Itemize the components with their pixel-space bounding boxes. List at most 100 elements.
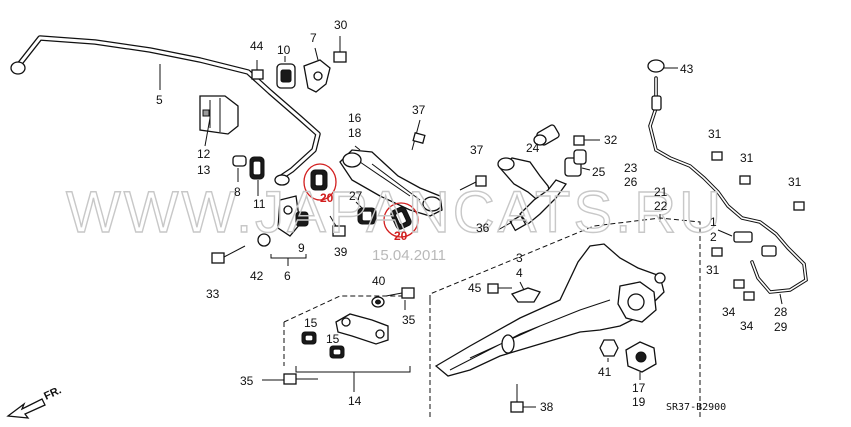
direction-label: FR.: [42, 384, 63, 402]
bolt-37-upper: [411, 119, 426, 151]
callout-35-left: 35: [240, 374, 254, 388]
callout-36: 36: [476, 221, 490, 235]
callout-34-b: 34: [740, 319, 754, 333]
callout-31-d: 31: [706, 263, 720, 277]
callout-44: 44: [250, 39, 264, 53]
callout-2: 2: [710, 230, 717, 244]
front-direction-arrow: [6, 398, 46, 419]
callout-33: 33: [206, 287, 220, 301]
callout-7: 7: [310, 31, 317, 45]
callout-27: 27: [349, 189, 363, 203]
callout-26: 26: [624, 175, 638, 189]
bushing-10: [276, 63, 296, 89]
bolt-31-d: [711, 247, 723, 257]
bolt-31-c: [793, 201, 805, 211]
callout-16: 16: [348, 111, 362, 125]
callout-6: 6: [284, 269, 291, 283]
bolt-36: [497, 214, 527, 232]
bushing-20-a: [303, 163, 337, 201]
callout-11: 11: [253, 197, 266, 211]
bolt-35-right: [385, 287, 415, 299]
callout-19: 19: [632, 395, 646, 409]
callout-37-upper: 37: [412, 103, 426, 117]
watermark: WWW.JAPANCATS.RU: [66, 180, 724, 245]
trailing-arm-frame: [429, 217, 701, 417]
callout-39: 39: [334, 245, 348, 259]
callout-20-right: 20: [394, 229, 408, 243]
diagram-code: SR37-B2900: [666, 402, 726, 413]
callout-labels: 5 12 13 8 11 44 10 7 30 16 18 37 20 20 2…: [156, 18, 802, 414]
callout-12: 12: [197, 147, 211, 161]
bolt-31-b: [739, 175, 751, 185]
callout-32: 32: [604, 133, 618, 147]
callout-13: 13: [197, 163, 211, 177]
callout-20-left: 20: [320, 191, 334, 205]
callout-40: 40: [372, 274, 386, 288]
callout-24: 24: [526, 141, 540, 155]
callout-17: 17: [632, 381, 646, 395]
bolt-44: [251, 60, 264, 80]
stabilizer-bar: [10, 35, 321, 186]
bolt-34-a: [733, 279, 745, 289]
bushing-15-b: [329, 345, 345, 359]
upper-arm: [497, 157, 568, 225]
stabilizer-link: [257, 195, 309, 247]
callout-37-lower: 37: [470, 143, 484, 157]
callout-1: 1: [710, 215, 717, 229]
callout-22: 22: [654, 199, 668, 213]
hub-cap-17: [625, 341, 657, 373]
bolt-30: [333, 36, 347, 63]
bushing-25: [564, 149, 587, 177]
bushing-11: [249, 156, 265, 180]
bushing-27: [357, 207, 377, 225]
grommet-43: [647, 59, 678, 73]
bushing-8: [232, 155, 247, 167]
lower-bracket: [335, 313, 389, 345]
callout-28: 28: [774, 305, 788, 319]
callout-43: 43: [680, 62, 694, 76]
bolt-32: [573, 135, 600, 146]
callout-23: 23: [624, 161, 638, 175]
callout-9: 9: [298, 241, 305, 255]
trailing-arm: [434, 243, 666, 377]
bolt-39: [329, 215, 346, 237]
bushing-20-b: [383, 202, 419, 238]
bracket-3: [510, 287, 541, 303]
bolt-34-b: [743, 291, 755, 301]
callout-3: 3: [516, 251, 523, 265]
callout-15-upper: 15: [304, 316, 318, 330]
nut-41: [599, 339, 619, 357]
callout-15-lower: 15: [326, 332, 340, 346]
callout-41: 41: [598, 365, 612, 379]
callout-4: 4: [516, 266, 523, 280]
callout-14: 14: [348, 394, 362, 408]
bushing-24: [533, 124, 560, 146]
callout-45: 45: [468, 281, 482, 295]
lower-bracket-frame: [283, 295, 408, 366]
bolt-38: [510, 384, 536, 413]
callout-18: 18: [348, 126, 362, 140]
abs-sensor-cable: [648, 76, 808, 294]
bolt-37-lower: [459, 175, 487, 191]
date-stamp: 15.04.2011: [372, 247, 446, 264]
callout-10: 10: [277, 43, 291, 57]
callout-8: 8: [234, 185, 241, 199]
callout-5: 5: [156, 93, 163, 107]
callout-34-a: 34: [722, 305, 736, 319]
callout-35-right: 35: [402, 313, 416, 327]
callout-31-a: 31: [708, 127, 722, 141]
callout-38: 38: [540, 400, 554, 414]
callout-29: 29: [774, 320, 788, 334]
bolt-35-left: [262, 373, 318, 385]
bolt-45: [487, 283, 512, 294]
callout-31-b: 31: [740, 151, 754, 165]
callout-21: 21: [654, 185, 668, 199]
callout-30: 30: [334, 18, 348, 32]
callout-25: 25: [592, 165, 606, 179]
bushing-15-a: [301, 331, 317, 345]
stabilizer-bracket: [199, 95, 239, 135]
bolt-33: [211, 245, 246, 264]
callout-42: 42: [250, 269, 264, 283]
